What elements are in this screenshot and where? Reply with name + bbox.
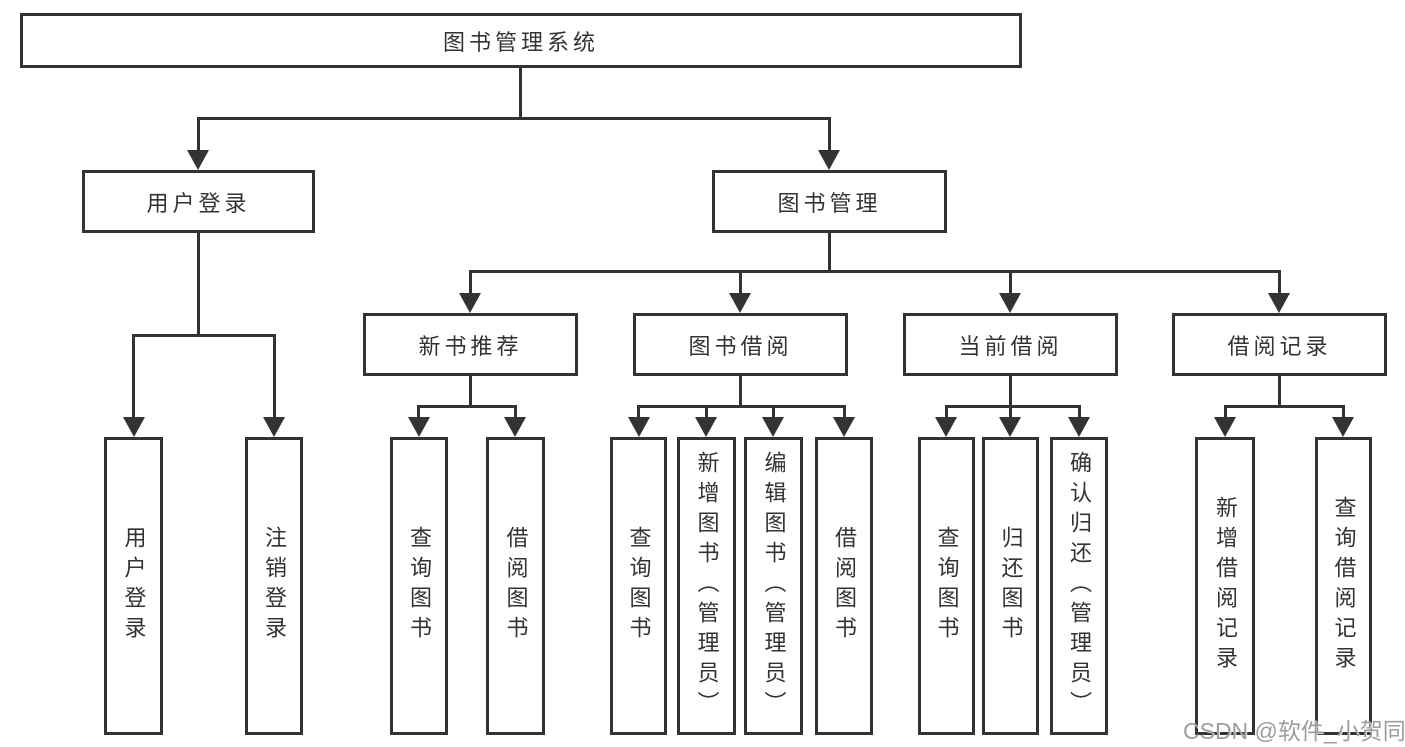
arrow-down-icon bbox=[459, 293, 481, 313]
node-label: 确认归还（管理员） bbox=[1067, 451, 1092, 721]
node-label: 查询图书 bbox=[407, 526, 432, 646]
node-borrow-books-recommend: 借阅图书 bbox=[486, 437, 545, 735]
connector-borrowing-horizontal bbox=[637, 405, 846, 408]
node-label: 借阅图书 bbox=[832, 526, 857, 646]
node-label: 查询图书 bbox=[934, 526, 960, 646]
connector-borrowing-stem bbox=[739, 376, 742, 408]
arrow-down-icon bbox=[695, 417, 717, 437]
connector-root-drop-right bbox=[828, 117, 831, 152]
connector-root-stem bbox=[519, 68, 522, 118]
connector-current-stem bbox=[1009, 376, 1012, 408]
connector-root-horizontal bbox=[197, 117, 831, 120]
connector-user-login-drop-1 bbox=[132, 334, 135, 420]
node-book-management: 图书管理 bbox=[712, 170, 947, 233]
node-user-login-leaf: 用户登录 bbox=[104, 437, 163, 735]
connector-book-mgmt-drop-4 bbox=[1278, 270, 1281, 295]
connector-book-mgmt-stem bbox=[828, 233, 831, 273]
connector-current-drop-2 bbox=[1009, 405, 1012, 419]
node-label: 借阅图书 bbox=[503, 526, 529, 646]
arrow-down-icon bbox=[628, 417, 650, 437]
node-user-login: 用户登录 bbox=[82, 170, 315, 233]
arrow-down-icon bbox=[818, 150, 840, 170]
arrow-down-icon bbox=[999, 417, 1021, 437]
arrow-down-icon bbox=[1332, 417, 1354, 437]
node-query-borrow-record: 查询借阅记录 bbox=[1315, 437, 1372, 735]
connector-current-drop-1 bbox=[945, 405, 948, 419]
connector-current-drop-3 bbox=[1078, 405, 1081, 419]
connector-borrowing-drop-2 bbox=[705, 405, 708, 419]
arrow-down-icon bbox=[1268, 293, 1290, 313]
arrow-down-icon bbox=[263, 417, 285, 437]
node-label: 查询图书 bbox=[626, 526, 652, 646]
connector-new-book-stem bbox=[469, 376, 472, 408]
connector-book-mgmt-drop-1 bbox=[469, 270, 472, 295]
arrow-down-icon bbox=[999, 293, 1021, 313]
node-book-borrowing: 图书借阅 bbox=[633, 313, 848, 376]
csdn-watermark: CSDN @软件_小贺同学 bbox=[1183, 718, 1405, 744]
node-label: 借阅记录 bbox=[1227, 333, 1332, 359]
node-label: 新书推荐 bbox=[418, 333, 523, 359]
node-label: 注销登录 bbox=[262, 526, 287, 646]
connector-new-book-drop-1 bbox=[417, 405, 420, 419]
arrow-down-icon bbox=[504, 417, 526, 437]
node-current-borrowing: 当前借阅 bbox=[903, 313, 1118, 376]
connector-book-mgmt-horizontal bbox=[469, 270, 1281, 273]
node-add-book-admin: 新增图书（管理员） bbox=[677, 437, 736, 735]
connector-records-drop-2 bbox=[1342, 405, 1345, 419]
connector-new-book-drop-2 bbox=[514, 405, 517, 419]
connector-borrowing-drop-1 bbox=[637, 405, 640, 419]
connector-user-login-stem bbox=[197, 233, 200, 337]
connector-book-mgmt-drop-2 bbox=[739, 270, 742, 295]
node-label: 归还图书 bbox=[998, 526, 1024, 646]
node-add-borrow-record: 新增借阅记录 bbox=[1195, 437, 1255, 735]
arrow-down-icon bbox=[935, 417, 957, 437]
node-label: 图书借阅 bbox=[688, 333, 793, 359]
node-confirm-return-admin: 确认归还（管理员） bbox=[1050, 437, 1108, 735]
node-query-books-recommend: 查询图书 bbox=[390, 437, 448, 735]
node-return-book: 归还图书 bbox=[982, 437, 1039, 735]
connector-borrowing-drop-3 bbox=[772, 405, 775, 419]
node-label: 当前借阅 bbox=[958, 333, 1063, 359]
node-label: 查询借阅记录 bbox=[1331, 496, 1357, 676]
connector-root-drop-left bbox=[197, 117, 200, 152]
connector-records-stem bbox=[1278, 376, 1281, 408]
node-label: 用户登录 bbox=[146, 190, 251, 216]
arrow-down-icon bbox=[762, 417, 784, 437]
connector-new-book-horizontal bbox=[417, 405, 517, 408]
connector-book-mgmt-drop-3 bbox=[1009, 270, 1012, 295]
node-borrowing-records: 借阅记录 bbox=[1172, 313, 1387, 376]
node-label: 图书管理 bbox=[777, 190, 882, 216]
node-label: 用户登录 bbox=[121, 526, 147, 646]
node-edit-book-admin: 编辑图书（管理员） bbox=[744, 437, 803, 735]
node-label: 新增借阅记录 bbox=[1213, 496, 1238, 676]
node-query-books-borrowing: 查询图书 bbox=[610, 437, 667, 735]
node-borrow-books-borrowing: 借阅图书 bbox=[815, 437, 873, 735]
node-query-books-current: 查询图书 bbox=[918, 437, 975, 735]
node-logout: 注销登录 bbox=[245, 437, 303, 735]
connector-user-login-drop-2 bbox=[273, 334, 276, 420]
connector-records-horizontal bbox=[1224, 405, 1345, 408]
node-label: 新增图书（管理员） bbox=[694, 451, 720, 721]
arrow-down-icon bbox=[1214, 417, 1236, 437]
arrow-down-icon bbox=[187, 150, 209, 170]
connector-records-drop-1 bbox=[1224, 405, 1227, 419]
node-library-management-system: 图书管理系统 bbox=[20, 13, 1022, 68]
node-label: 图书管理系统 bbox=[442, 29, 599, 55]
arrow-down-icon bbox=[408, 417, 430, 437]
node-new-book-recommend: 新书推荐 bbox=[363, 313, 578, 376]
arrow-down-icon bbox=[123, 417, 145, 437]
arrow-down-icon bbox=[833, 417, 855, 437]
arrow-down-icon bbox=[1068, 417, 1090, 437]
connector-current-horizontal bbox=[945, 405, 1081, 408]
node-label: 编辑图书（管理员） bbox=[761, 451, 787, 721]
connector-user-login-horizontal bbox=[132, 334, 276, 337]
arrow-down-icon bbox=[729, 293, 751, 313]
connector-borrowing-drop-4 bbox=[843, 405, 846, 419]
